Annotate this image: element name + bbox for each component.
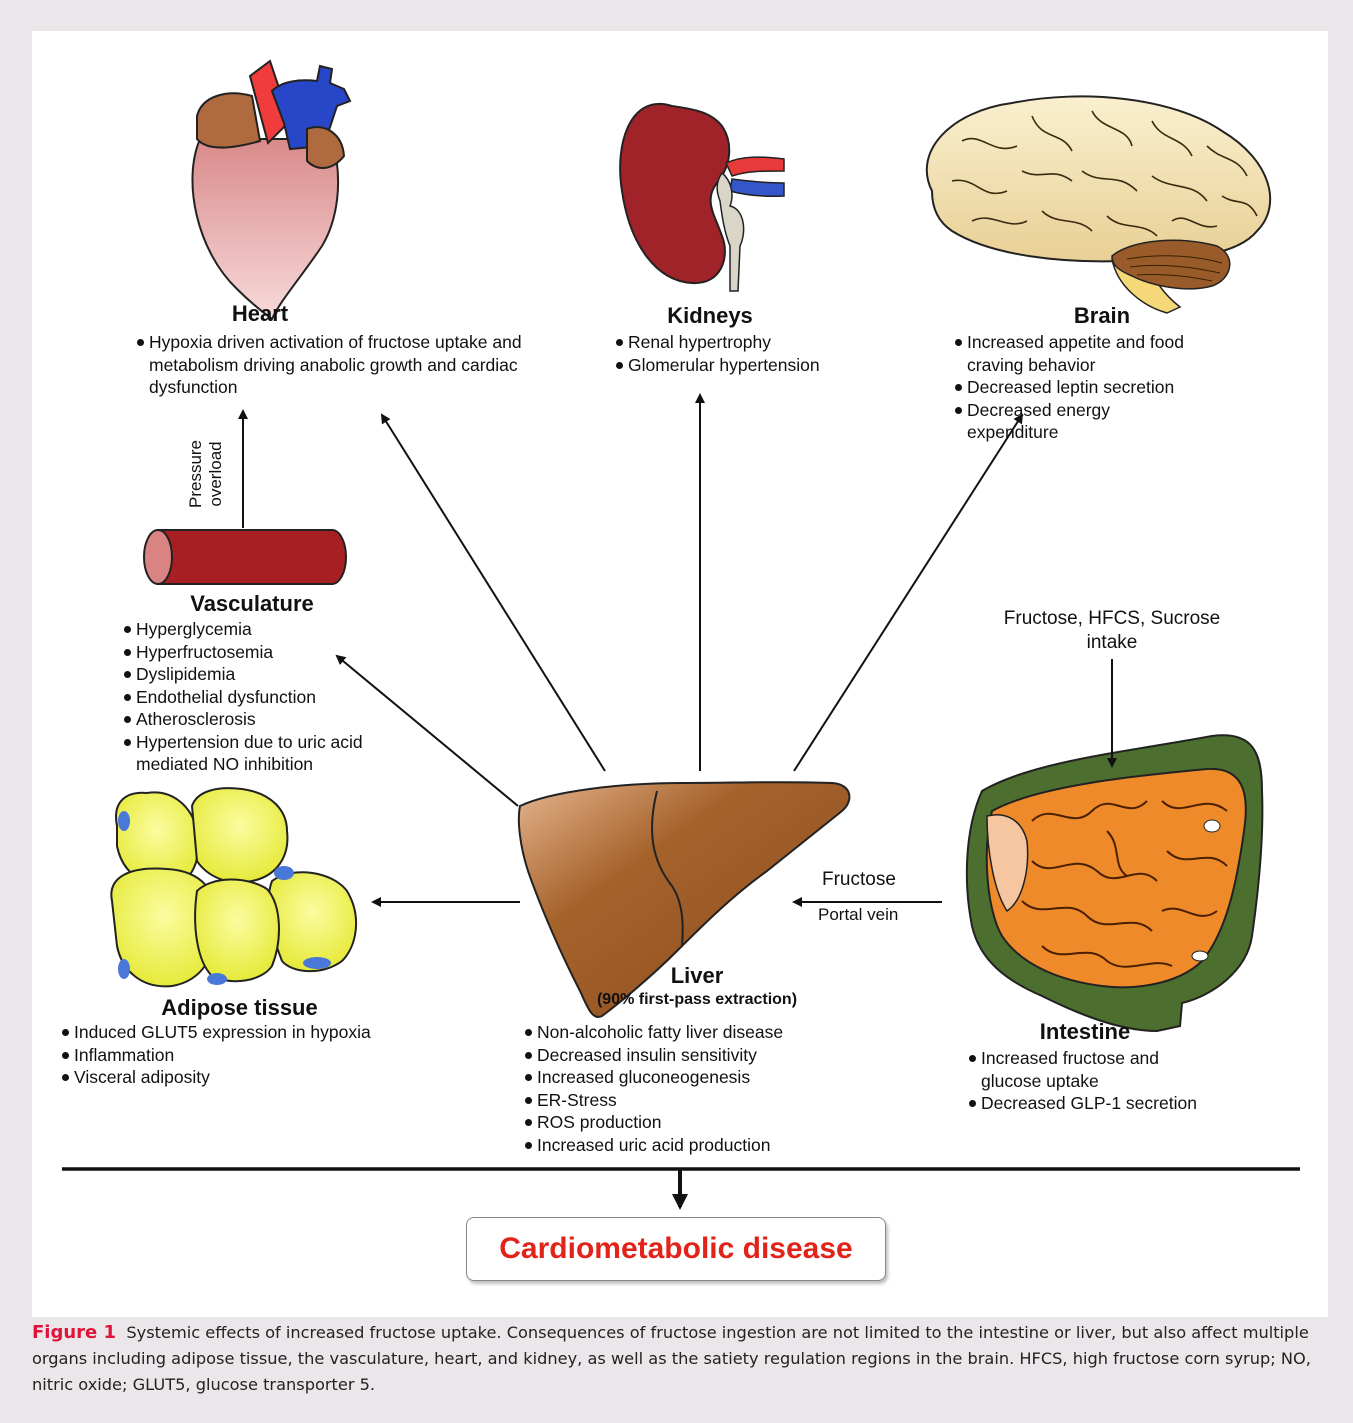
pressure-overload-label: Pressure overload	[186, 424, 232, 524]
heart-title: Heart	[160, 301, 360, 327]
caption-text: Systemic effects of increased fructose u…	[32, 1323, 1311, 1394]
outcome-box: Cardiometabolic disease	[466, 1217, 886, 1281]
fructose-label: Fructose	[822, 869, 896, 891]
vasculature-bullet: Atherosclerosis	[124, 708, 374, 731]
brain-illustration	[927, 96, 1270, 313]
liver-bullet: ER-Stress	[525, 1089, 825, 1112]
liver-bullet: ROS production	[525, 1111, 825, 1134]
portal-vein-label: Portal vein	[818, 905, 898, 925]
adipose-title: Adipose tissue	[132, 995, 347, 1021]
arrow-liver-to-brain	[794, 415, 1022, 771]
intestine-title: Intestine	[1010, 1019, 1160, 1045]
kidneys-bullet: Renal hypertrophy	[616, 331, 876, 354]
liver-bullets: Non-alcoholic fatty liver disease Decrea…	[525, 1021, 825, 1156]
vasculature-bullet: Hyperfructosemia	[124, 641, 374, 664]
brain-bullets: Increased appetite and food craving beha…	[955, 331, 1190, 444]
kidneys-bullets: Renal hypertrophy Glomerular hypertensio…	[616, 331, 876, 376]
intestine-bullet: Increased fructose and glucose uptake	[969, 1047, 1199, 1092]
brain-bullet: Decreased leptin secretion	[955, 376, 1190, 399]
liver-bullet: Increased gluconeogenesis	[525, 1066, 825, 1089]
intestine-illustration	[967, 735, 1262, 1031]
adipose-illustration	[111, 788, 356, 986]
liver-bullet: Non-alcoholic fatty liver disease	[525, 1021, 825, 1044]
figure-panel: Heart Hypoxia driven activation of fruct…	[32, 31, 1328, 1317]
intestine-bullets: Increased fructose and glucose uptake De…	[969, 1047, 1199, 1115]
heart-bullets: Hypoxia driven activation of fructose up…	[137, 331, 537, 399]
vasculature-bullet: Hyperglycemia	[124, 618, 374, 641]
intake-label-line2: intake	[977, 631, 1247, 655]
liver-bullet: Decreased insulin sensitivity	[525, 1044, 825, 1067]
pressure-label-line1: Pressure	[186, 424, 206, 524]
intake-label-line1: Fructose, HFCS, Sucrose	[977, 607, 1247, 631]
vasculature-bullet: Dyslipidemia	[124, 663, 374, 686]
vasculature-bullet: Endothelial dysfunction	[124, 686, 374, 709]
brain-bullet: Increased appetite and food craving beha…	[955, 331, 1190, 376]
vasculature-bullet: Hypertension due to uric acid mediated N…	[124, 731, 374, 776]
liver-bullet: Increased uric acid production	[525, 1134, 825, 1157]
intake-label: Fructose, HFCS, Sucrose intake	[977, 607, 1247, 655]
brain-bullet: Decreased energy expenditure	[955, 399, 1190, 444]
heart-illustration	[192, 61, 350, 319]
vasculature-bullets: Hyperglycemia Hyperfructosemia Dyslipide…	[124, 618, 374, 776]
vessel-illustration	[144, 530, 346, 584]
figure-caption: Figure 1 Systemic effects of increased f…	[32, 1320, 1328, 1398]
kidneys-bullet: Glomerular hypertension	[616, 354, 876, 377]
kidney-illustration	[620, 104, 784, 291]
vasculature-title: Vasculature	[162, 591, 342, 617]
intestine-bullet: Decreased GLP-1 secretion	[969, 1092, 1199, 1115]
arrow-liver-to-heart	[382, 415, 605, 771]
caption-label: Figure 1	[32, 1322, 116, 1343]
adipose-bullets: Induced GLUT5 expression in hypoxia Infl…	[62, 1021, 422, 1089]
liver-title: Liver	[622, 963, 772, 989]
liver-subtitle: (90% first-pass extraction)	[562, 991, 832, 1009]
brain-title: Brain	[1032, 303, 1172, 329]
heart-bullet: Hypoxia driven activation of fructose up…	[137, 331, 537, 399]
adipose-bullet: Inflammation	[62, 1044, 422, 1067]
pressure-label-line2: overload	[206, 424, 226, 524]
outcome-text: Cardiometabolic disease	[499, 1232, 852, 1266]
adipose-bullet: Visceral adiposity	[62, 1066, 422, 1089]
kidneys-title: Kidneys	[620, 303, 800, 329]
adipose-bullet: Induced GLUT5 expression in hypoxia	[62, 1021, 422, 1044]
